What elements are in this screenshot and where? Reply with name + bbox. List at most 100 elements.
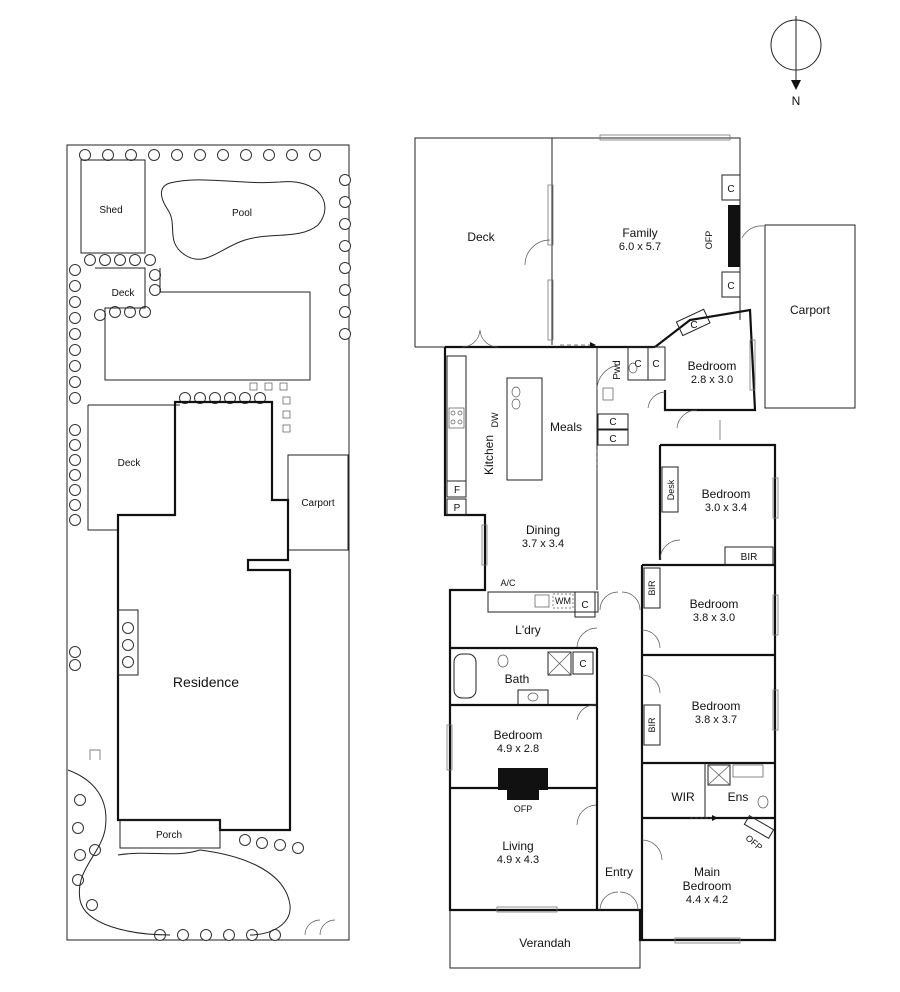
bedroom-c-size: 3.0 x 3.4 [705, 502, 747, 514]
compass: N [770, 16, 822, 108]
garden-path-right [199, 849, 291, 936]
kitchen-island [506, 377, 543, 481]
family-window-west [547, 184, 554, 246]
ens-shower-box [707, 764, 731, 786]
bedroom-c-label: Bedroom [702, 487, 751, 501]
laundry-sink-icon [534, 594, 550, 608]
tree-icon [69, 514, 81, 526]
tree-icon [224, 392, 236, 404]
upper-deck-outline [95, 267, 311, 381]
kitchen-label: Kitchen [482, 435, 496, 475]
residence-label: Residence [173, 674, 239, 690]
tree-icon [149, 284, 161, 296]
tree-icon [240, 149, 252, 161]
bath-cupboard [572, 651, 594, 675]
tree-icon [86, 899, 98, 911]
bedroom-d-door-swing [641, 629, 661, 649]
verandah-label: Verandah [519, 936, 570, 950]
laundry-bench [487, 591, 599, 613]
laundry-cupboard [574, 591, 596, 618]
carport-outline [764, 224, 856, 409]
residence-outline [116, 400, 292, 832]
tree-icon [309, 149, 321, 161]
bath-vanity-icon [517, 689, 549, 706]
family-ofp-label: OFP [704, 231, 714, 250]
ens-vanity-icon [732, 764, 764, 778]
wir-label: WIR [671, 790, 695, 804]
tree-icon [109, 306, 121, 318]
site-pavers [249, 382, 291, 433]
tree-icon [69, 328, 81, 340]
bedroom-b-fireplace [498, 768, 548, 790]
tree-icon [69, 424, 81, 436]
tree-icon [339, 196, 351, 208]
tree-icon [223, 929, 235, 941]
ens-label: Ens [728, 790, 749, 804]
living-size: 4.9 x 4.3 [497, 854, 539, 866]
carport-label: Carport [790, 303, 831, 317]
living-door-swing [576, 804, 598, 826]
tree-icon [84, 254, 96, 266]
hall-cupboard-a [647, 346, 666, 381]
main-bedroom-window [674, 937, 741, 944]
kitchen-bench [446, 355, 467, 482]
dining-window [481, 524, 488, 566]
upper-deck-label: Deck [112, 288, 136, 299]
bedroom-e-size: 3.8 x 3.7 [695, 714, 737, 726]
bath-label: Bath [505, 672, 530, 686]
tree-icon [263, 149, 275, 161]
fridge-box [446, 480, 467, 498]
bedroom-d-window [772, 594, 779, 636]
tree-icon [239, 834, 251, 846]
tree-icon [339, 240, 351, 252]
entry-door-swing [599, 891, 639, 911]
dining-label: Dining [526, 523, 560, 537]
front-gate [304, 919, 336, 936]
bath-shower-box [547, 651, 572, 676]
bedroom-e-label: Bedroom [692, 699, 741, 713]
hall-cupboard-b-label: C [609, 417, 616, 428]
tree-icon [69, 264, 81, 276]
tree-icon [122, 622, 134, 634]
main-fireplace [743, 814, 775, 840]
desk-label: Desk [666, 479, 676, 500]
bedroom-b-door-swing [576, 704, 598, 721]
tree-icon [217, 149, 229, 161]
bedroom-a-window [749, 339, 756, 391]
tree-icon [339, 174, 351, 186]
bath-cupboard-label: C [579, 659, 586, 670]
laundry-label: L'dry [515, 623, 541, 637]
family-cupboard-1-label: C [727, 184, 734, 195]
tree-icon [69, 499, 81, 511]
bedroom-c-door-swing [659, 539, 681, 561]
bedroom-d-size: 3.8 x 3.0 [693, 612, 735, 624]
tree-icon [125, 149, 137, 161]
tree-icon [194, 149, 206, 161]
tree-icon [200, 929, 212, 941]
family-window-north [599, 134, 731, 141]
washing-machine-box [552, 593, 574, 609]
lower-deck-label: Deck [118, 458, 142, 469]
bathtub-icon [453, 653, 477, 699]
tree-icon [102, 149, 114, 161]
bedroom-a-size: 2.8 x 3.0 [691, 374, 733, 386]
site-carport-label: Carport [301, 498, 335, 509]
deck-label: Deck [467, 230, 495, 244]
hall-cupboard-a-label: C [652, 359, 659, 370]
garden-path-left [67, 769, 171, 936]
tree-icon [114, 254, 126, 266]
tree-icon [339, 284, 351, 296]
main-bedroom-door-swing [641, 839, 663, 861]
bedroom-a-cupboard [675, 308, 711, 337]
bedroom-a-door-swing [647, 391, 666, 409]
tree-icon [69, 296, 81, 308]
tree-icon [69, 484, 81, 496]
tree-icon [148, 149, 160, 161]
porch-outline [119, 819, 221, 849]
bir-1-label: BIR [741, 552, 758, 563]
tree-icon [69, 659, 81, 671]
tree-icon [72, 822, 84, 834]
pool-label: Pool [232, 208, 252, 219]
